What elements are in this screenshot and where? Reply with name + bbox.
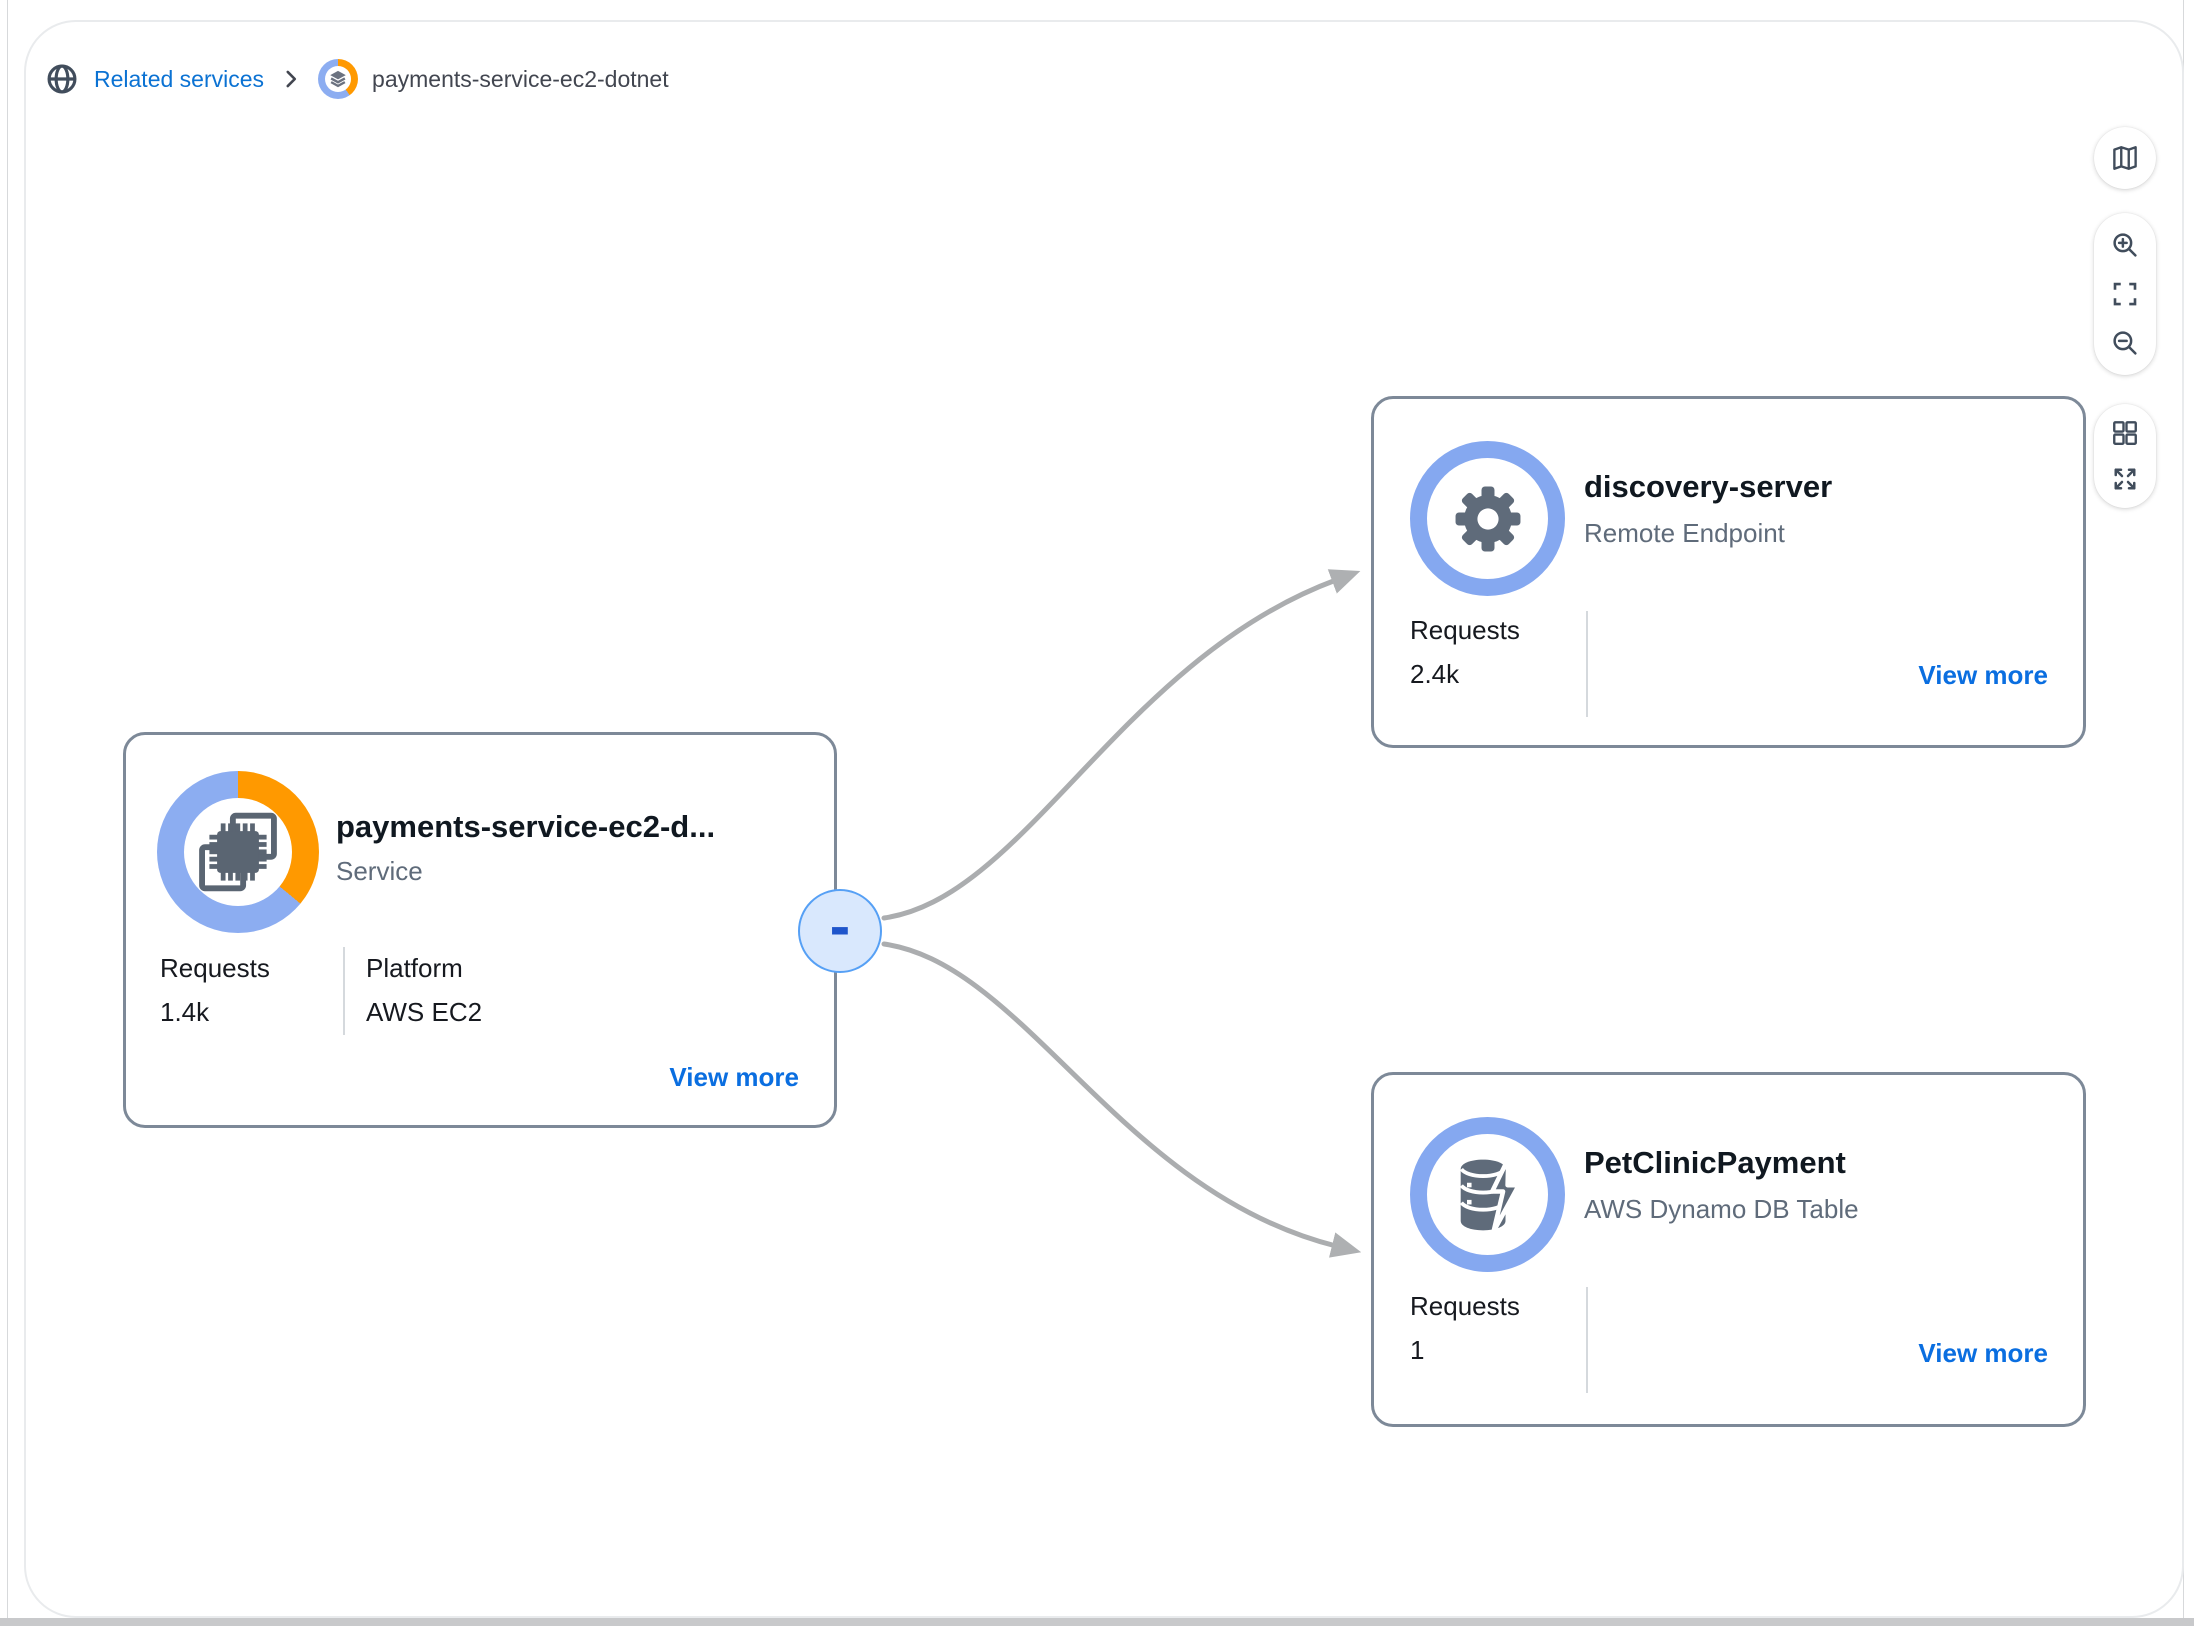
zoom-in-button[interactable] <box>2108 228 2142 262</box>
stat-value: AWS EC2 <box>366 997 483 1027</box>
gear-icon <box>1455 486 1520 551</box>
globe-icon <box>44 61 80 97</box>
edge-to-discovery-server <box>881 569 1361 921</box>
stat-label: Requests <box>160 953 270 983</box>
window-bottom-edge <box>0 1618 2194 1626</box>
stat-divider <box>1586 1287 1588 1393</box>
expand-all-button[interactable] <box>2108 462 2142 496</box>
node-subtitle: Service <box>336 856 423 886</box>
toolbar-layout-group <box>2094 404 2156 508</box>
node-ring <box>1410 441 1565 596</box>
node-card-petclinicpayment[interactable]: PetClinicPayment AWS Dynamo DB Table Req… <box>1371 1072 2086 1427</box>
zoom-out-icon <box>2113 331 2137 355</box>
zoom-out-button[interactable] <box>2108 326 2142 360</box>
node-title: payments-service-ec2-d... <box>336 809 716 844</box>
stat-label: Requests <box>1410 1291 1520 1321</box>
compute-chip-icon <box>199 812 277 892</box>
stat-divider <box>1586 611 1588 717</box>
breadcrumb-link-related-services[interactable]: Related services <box>94 65 265 92</box>
node-title: PetClinicPayment <box>1584 1145 1846 1180</box>
expand-arrows-icon <box>2114 468 2136 490</box>
app-signals-service-donut-icon <box>318 59 359 99</box>
grid-layout-button[interactable] <box>2108 416 2142 450</box>
node-card-discovery-server[interactable]: discovery-server Remote Endpoint Request… <box>1371 396 2086 748</box>
fit-to-screen-icon <box>2113 282 2137 306</box>
view-more-link[interactable]: View more <box>1918 1338 2048 1368</box>
breadcrumb-current: payments-service-ec2-dotnet <box>372 65 669 92</box>
node-subtitle: AWS Dynamo DB Table <box>1584 1194 1859 1224</box>
node-card-payments-service[interactable]: payments-service-ec2-d... Service Reques… <box>123 732 837 1128</box>
chevron-right-icon <box>278 66 304 92</box>
zoom-in-icon <box>2113 233 2137 257</box>
stat-label: Platform <box>366 953 463 983</box>
toolbar-zoom-group <box>2094 213 2156 375</box>
stat-value: 1.4k <box>160 997 210 1027</box>
view-more-link[interactable]: View more <box>1918 660 2048 690</box>
node-title: discovery-server <box>1584 469 1833 504</box>
breadcrumb: Related services payments-service-ec2-do… <box>44 56 669 102</box>
edge-to-petclinicpayment <box>881 941 1362 1258</box>
toolbar-legend-group <box>2094 127 2156 189</box>
stat-value: 2.4k <box>1410 659 1460 689</box>
service-health-donut <box>157 771 319 933</box>
node-ring <box>1410 1117 1565 1272</box>
stat-label: Requests <box>1410 615 1520 645</box>
fit-to-screen-button[interactable] <box>2108 277 2142 311</box>
window-left-edge <box>7 0 8 1618</box>
stat-value: 1 <box>1410 1335 1425 1365</box>
stat-divider <box>343 947 345 1035</box>
dynamodb-table-icon <box>1459 1155 1521 1234</box>
legend-button[interactable] <box>2108 141 2142 175</box>
node-subtitle: Remote Endpoint <box>1584 518 1785 548</box>
grid-layout-icon <box>2113 421 2137 445</box>
map-legend-icon <box>2113 146 2137 170</box>
view-more-link[interactable]: View more <box>669 1062 799 1092</box>
collapse-edges-button[interactable]: - <box>798 889 882 973</box>
